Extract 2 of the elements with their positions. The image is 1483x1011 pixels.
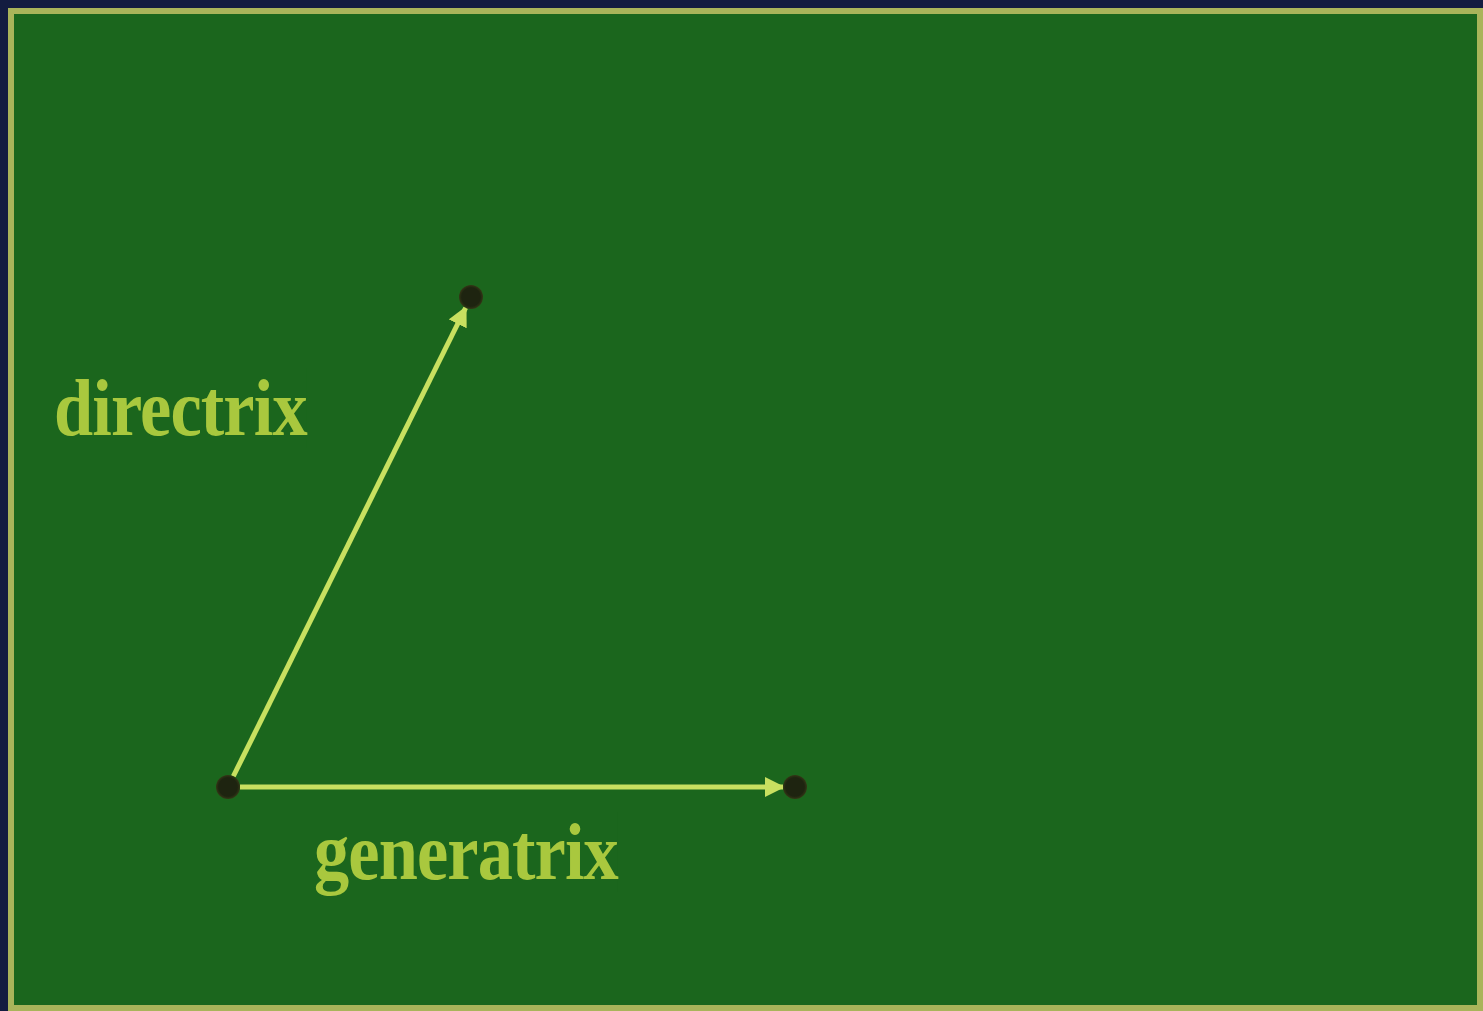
arrow [231, 305, 468, 778]
arrow [240, 777, 785, 797]
